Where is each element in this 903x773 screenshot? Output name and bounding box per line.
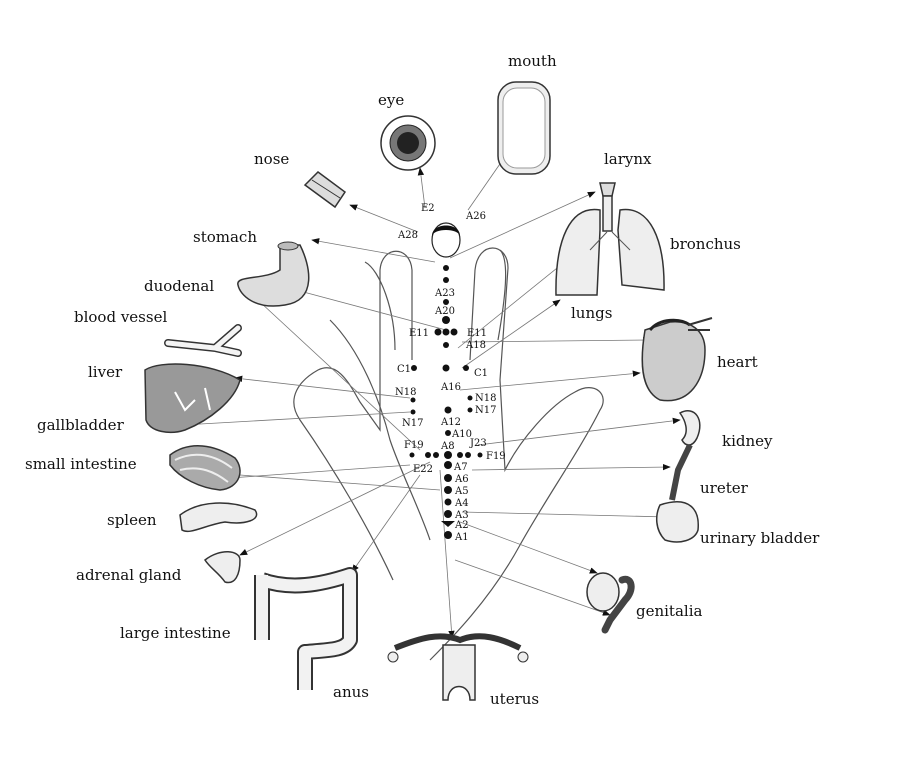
point-N18-left: N18 bbox=[395, 387, 416, 398]
blood-vessel-illustration bbox=[164, 324, 242, 357]
larynx-illustration bbox=[599, 182, 616, 232]
mouth-illustration bbox=[497, 81, 551, 175]
stomach-illustration bbox=[237, 241, 310, 307]
heart-illustration bbox=[641, 317, 713, 402]
point-A23: A23 bbox=[434, 288, 455, 299]
liver-illustration bbox=[144, 363, 241, 433]
uterus-illustration bbox=[387, 633, 529, 701]
point-A6: A6 bbox=[454, 474, 469, 485]
point-A8: A8 bbox=[440, 441, 455, 452]
kidney-illustration bbox=[669, 410, 701, 501]
label-adrenal-gland: adrenal gland bbox=[76, 566, 182, 584]
point-A7: A7 bbox=[453, 462, 468, 473]
label-nose: nose bbox=[254, 150, 290, 168]
label-gallbladder: gallbladder bbox=[37, 416, 124, 434]
point-E11-left: E11 bbox=[409, 328, 429, 339]
point-A1: A1 bbox=[454, 532, 469, 543]
label-lungs: lungs bbox=[571, 304, 613, 322]
label-kidney: kidney bbox=[722, 432, 773, 450]
point-E22: E22 bbox=[413, 464, 433, 475]
label-duodenal: duodenal bbox=[144, 277, 215, 295]
point-A28: A28 bbox=[397, 230, 418, 241]
point-F19-left: F19 bbox=[404, 440, 424, 451]
point-C1-right: C1 bbox=[474, 368, 488, 379]
point-N17-right: N17 bbox=[475, 405, 496, 416]
label-bronchus: bronchus bbox=[670, 235, 741, 253]
point-C1-left: C1 bbox=[397, 364, 411, 375]
acupoint-dots bbox=[409, 265, 483, 539]
label-urinary-bladder: urinary bladder bbox=[700, 529, 820, 547]
label-genitalia: genitalia bbox=[636, 602, 703, 620]
label-larynx: larynx bbox=[604, 150, 652, 168]
label-anus: anus bbox=[333, 683, 369, 701]
label-large-intestine: large intestine bbox=[120, 624, 231, 642]
point-A2: A2 bbox=[454, 520, 469, 531]
adrenal-gland-illustration bbox=[204, 551, 241, 584]
point-A3: A3 bbox=[454, 510, 469, 521]
point-E11-right: E11 bbox=[467, 328, 487, 339]
label-liver: liver bbox=[88, 363, 123, 381]
large-intestine-illustration bbox=[254, 567, 358, 690]
lungs-illustration bbox=[555, 208, 665, 296]
nose-illustration bbox=[303, 171, 347, 209]
point-N17-left: N17 bbox=[402, 418, 423, 429]
point-A12: A12 bbox=[440, 417, 461, 428]
label-small-intestine: small intestine bbox=[25, 455, 137, 473]
point-F19-right: F19 bbox=[486, 451, 506, 462]
label-mouth: mouth bbox=[508, 52, 557, 70]
hand-outline bbox=[293, 247, 604, 661]
acupoint-labels: E2 A26 A28 A23 A20 E11 E11 A18 C1 C1 A16… bbox=[395, 203, 506, 543]
point-A20: A20 bbox=[434, 306, 455, 317]
point-E2: E2 bbox=[421, 203, 435, 214]
point-N18-right: N18 bbox=[475, 393, 496, 404]
eye-illustration bbox=[380, 115, 436, 171]
label-heart: heart bbox=[717, 353, 758, 371]
point-A16: A16 bbox=[440, 382, 461, 393]
point-A4: A4 bbox=[454, 498, 469, 509]
head-icon bbox=[431, 222, 461, 258]
spleen-illustration bbox=[179, 502, 258, 533]
label-uterus: uterus bbox=[490, 690, 540, 708]
urinary-bladder-illustration bbox=[655, 501, 699, 543]
point-A18: A18 bbox=[465, 340, 486, 351]
point-J23: J23 bbox=[469, 438, 487, 449]
label-blood-vessel: blood vessel bbox=[74, 308, 168, 326]
label-eye: eye bbox=[378, 91, 405, 109]
genitalia-illustration bbox=[586, 572, 635, 634]
leader-lines bbox=[182, 134, 681, 639]
small-intestine-illustration bbox=[169, 445, 241, 491]
point-A10: A10 bbox=[451, 429, 472, 440]
label-spleen: spleen bbox=[107, 511, 157, 529]
label-ureter: ureter bbox=[700, 479, 748, 497]
point-A5: A5 bbox=[454, 486, 469, 497]
point-A26: A26 bbox=[465, 211, 486, 222]
label-stomach: stomach bbox=[193, 228, 257, 246]
